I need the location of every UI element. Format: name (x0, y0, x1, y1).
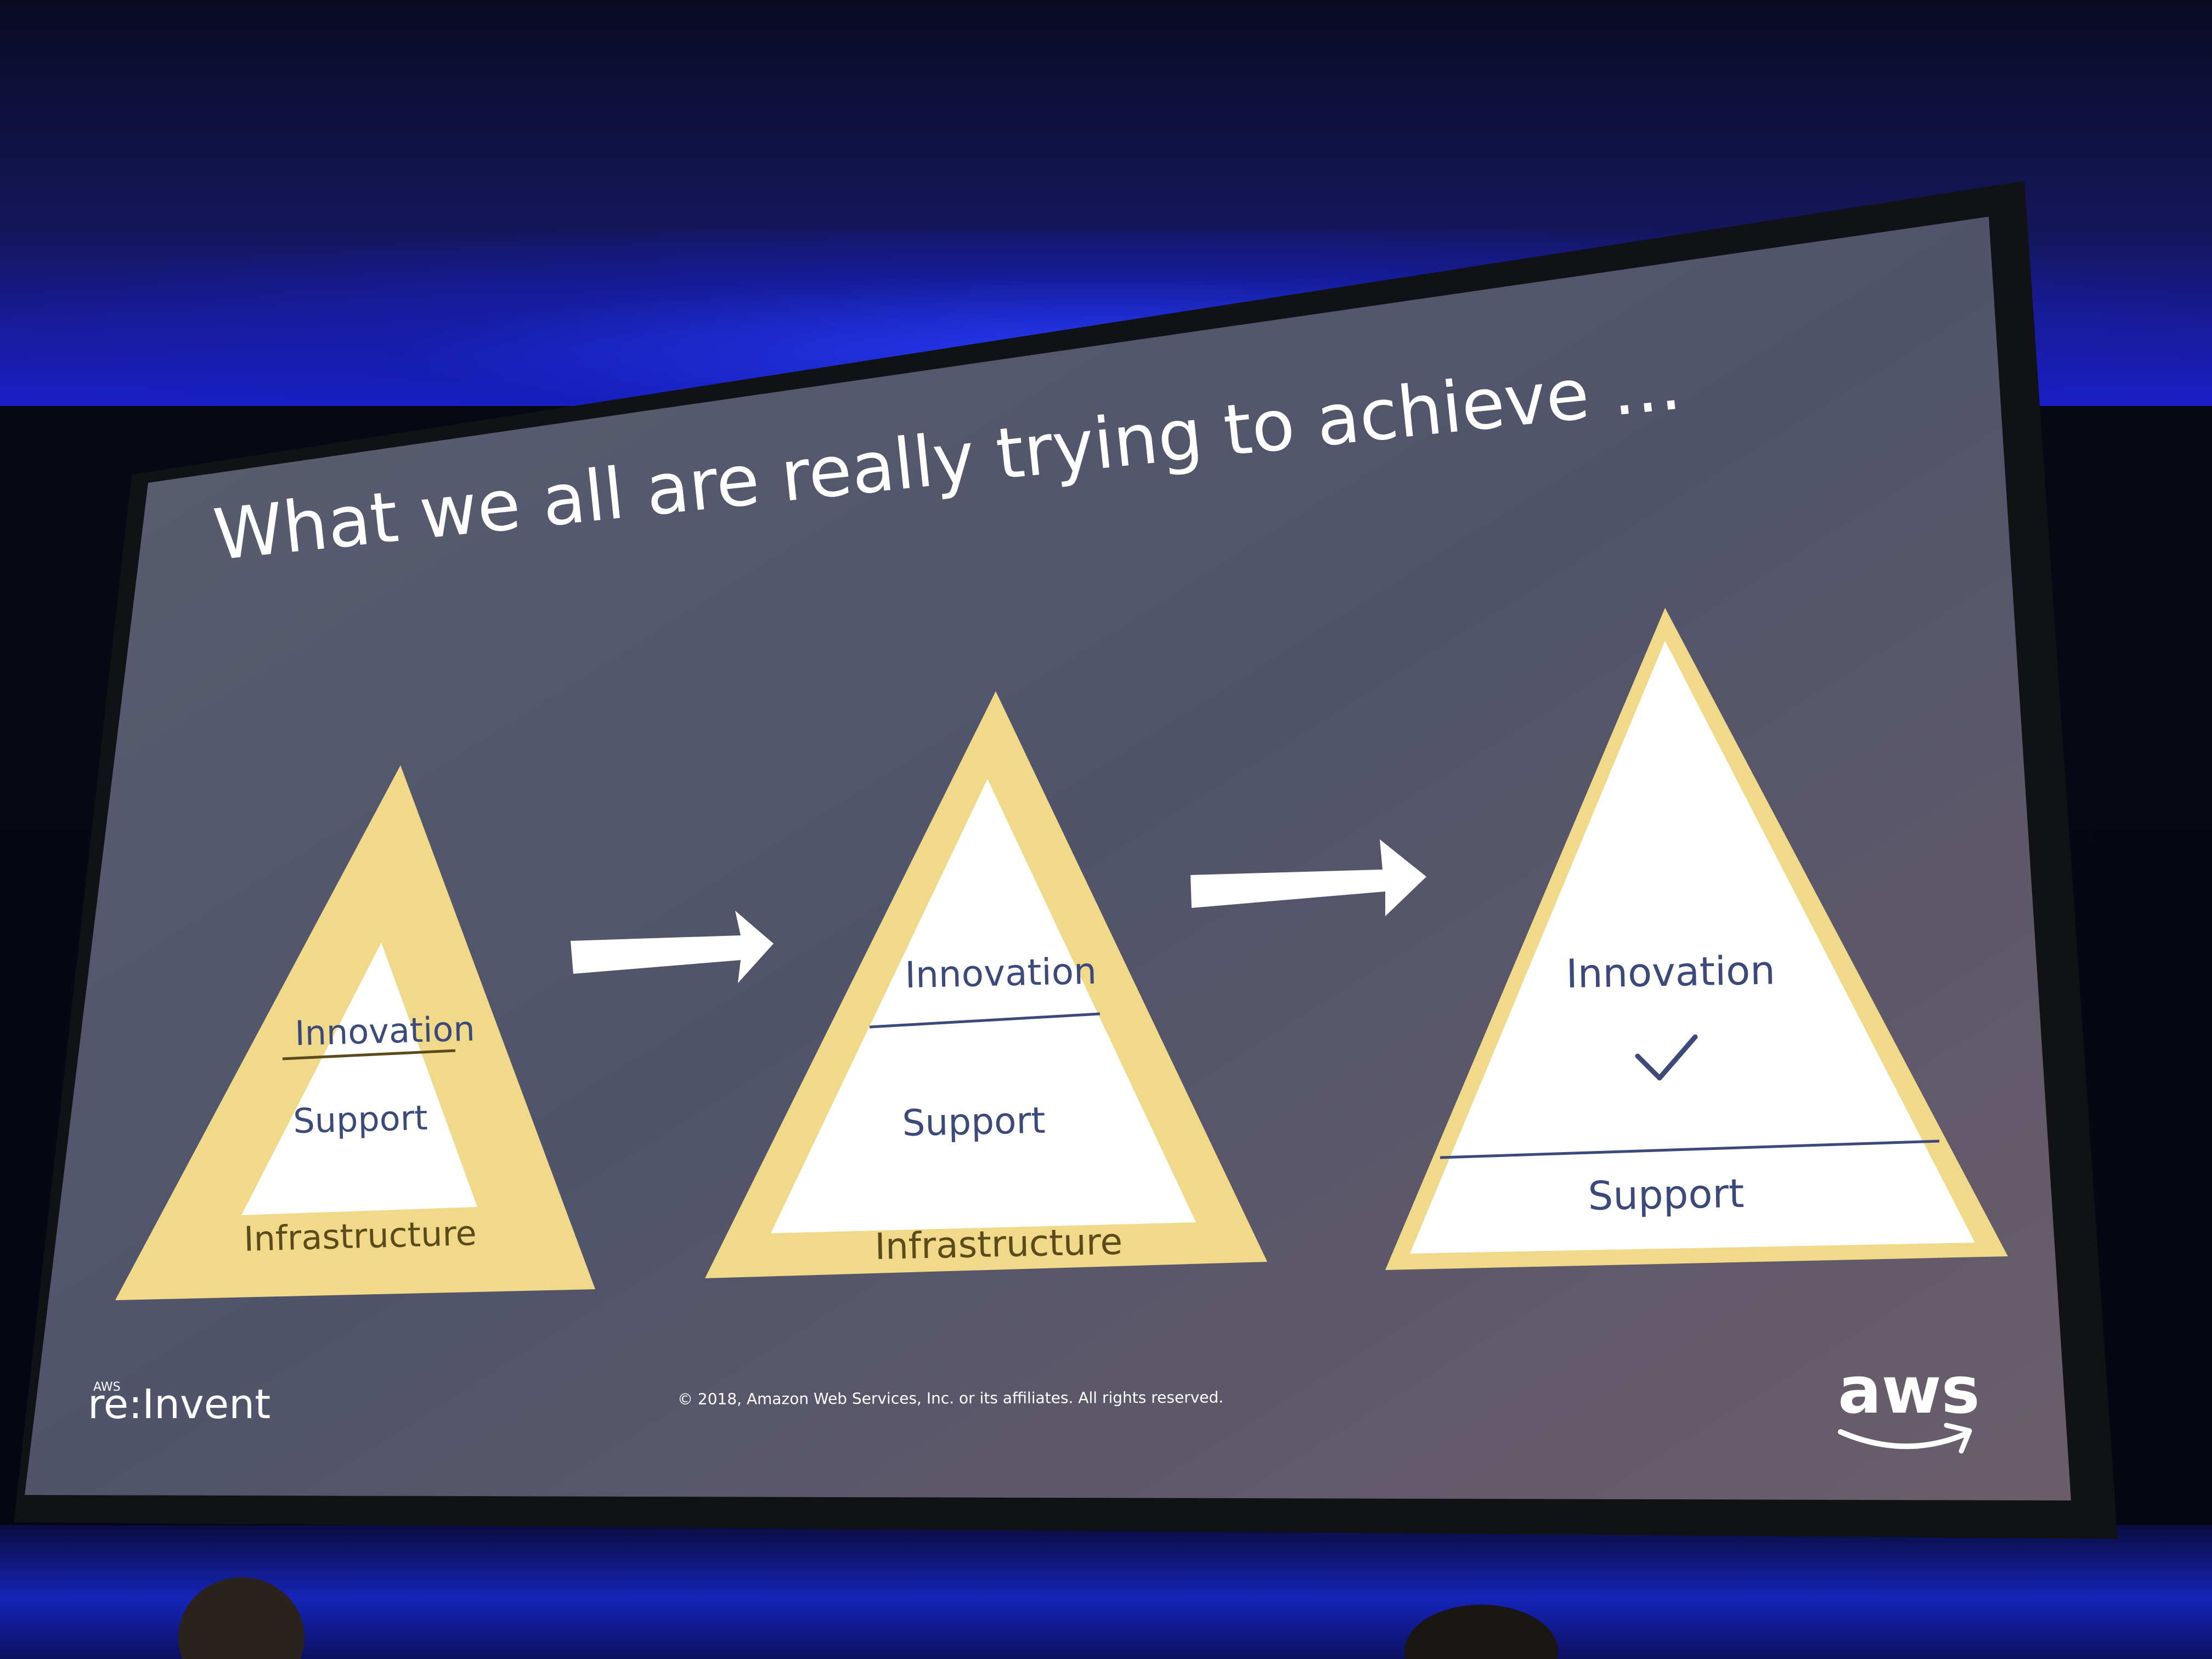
pyramid-3-divider (1440, 1139, 1940, 1159)
pyramid-1-divider (282, 1049, 456, 1060)
copyright-text: © 2018, Amazon Web Services, Inc. or its… (678, 1389, 1223, 1408)
pyramid-3-label-support: Support (1588, 1170, 1745, 1219)
arrow-1-shape (571, 911, 774, 983)
reinvent-logo: re:Invent (88, 1381, 270, 1428)
aws-smile-icon (1838, 1429, 1967, 1449)
pyramid-2-inner (771, 779, 1196, 1233)
pyramid-2-label-support: Support (902, 1099, 1046, 1144)
pyramid-2: Innovation Support Infrastructure (705, 691, 1267, 1278)
pyramid-1-label-support: Support (292, 1098, 428, 1141)
aws-smile-arrowhead (1944, 1423, 1972, 1454)
pyramid-1-label-infrastructure: Infrastructure (243, 1213, 477, 1259)
pyramid-1-inner (241, 943, 477, 1215)
arrow-2-shape (1190, 839, 1426, 916)
aws-logo: aws (1838, 1352, 1980, 1428)
audience-head-right (1404, 1605, 1558, 1659)
arrow-right-icon (571, 911, 774, 983)
footer: AWS re:Invent © 2018, Amazon Web Service… (88, 1352, 1980, 1454)
stage-blue-light (0, 1525, 2212, 1659)
pyramid-1-label-innovation: Innovation (294, 1008, 475, 1053)
audience-head-left (178, 1577, 304, 1659)
pyramid-2-label-infrastructure: Infrastructure (874, 1221, 1123, 1268)
reinvent-logo-small: AWS (93, 1380, 121, 1394)
pyramid-3-inner (1410, 641, 1975, 1254)
check-icon (1635, 1034, 1698, 1081)
pyramid-1: Innovation Support Infrastructure (115, 765, 595, 1300)
arrow-right-icon (1190, 839, 1426, 916)
pyramid-2-label-innovation: Innovation (905, 950, 1097, 996)
pyramid-2-divider (869, 1012, 1101, 1029)
pyramid-3-label-innovation: Innovation (1566, 947, 1776, 997)
pyramid-3: Innovation Support (1385, 608, 2008, 1270)
